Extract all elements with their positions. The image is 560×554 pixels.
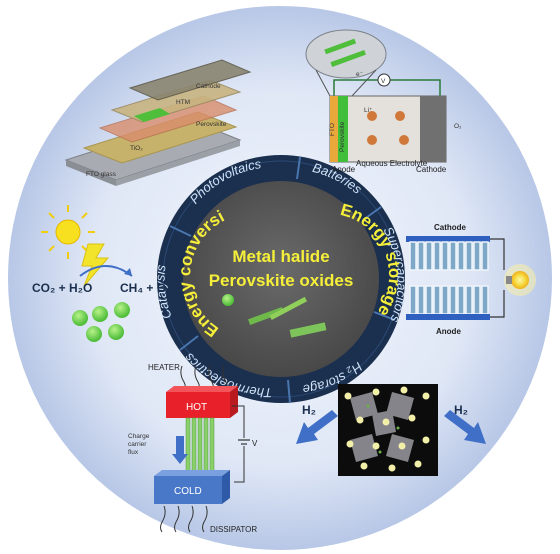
- center-title-line1: Metal halide: [232, 247, 329, 266]
- battery-fto-label: FTO: [329, 123, 336, 136]
- center-title-line2: Perovskite oxides: [209, 271, 354, 290]
- catalysis-products: CH₄ + O₂: [120, 281, 171, 295]
- sun-icon: [41, 205, 95, 259]
- h2-left-arrow-icon: [296, 410, 338, 444]
- battery-li-label: Li⁺: [364, 107, 373, 114]
- supercap-anode-label: Anode: [436, 327, 461, 336]
- te-flux-line1: Charge: [128, 433, 150, 440]
- te-flux-line2: carrier: [128, 441, 147, 448]
- h2-right-arrow-icon: [444, 410, 486, 444]
- lightning-icon: [81, 243, 110, 287]
- battery-electrolyte-label: Aqueous Electrolyte: [356, 159, 428, 168]
- voltmeter-label: V: [381, 78, 386, 85]
- battery-cathode-label: Cathode: [416, 165, 447, 174]
- solar-htm-label: HTM: [176, 99, 190, 106]
- te-heater-label: HEATER: [148, 363, 180, 372]
- solar-cell-stack: Cathode HTM Perovskite TiO₂ FTO glass: [64, 59, 252, 186]
- solar-tio2-label: TiO₂: [130, 145, 143, 152]
- thermoelectric-device: HEATER HOT Charge carrier flux V COLD: [128, 363, 258, 534]
- te-dissipator-label: DISSIPATOR: [210, 525, 257, 534]
- h2-left-label: H₂: [302, 403, 316, 417]
- core-decoration: [222, 294, 327, 338]
- solar-fto-label: FTO glass: [86, 171, 117, 178]
- battery-electron-label: e⁻: [356, 71, 363, 78]
- hydrogen-storage: H₂ H₂: [296, 384, 486, 476]
- photocatalysis: CO₂ + H₂O CH₄ + O₂: [32, 205, 171, 342]
- te-hot-label: HOT: [186, 402, 207, 413]
- battery-cell: V e⁻ Li⁺ O₂ FTO Perovskite Anode Aqueous…: [305, 29, 462, 174]
- battery-anode-label: Anode: [332, 165, 356, 174]
- voltmeter-icon: [377, 73, 391, 87]
- te-voltage-label: V: [252, 439, 258, 448]
- h2-right-label: H₂: [454, 403, 468, 417]
- te-flux-line3: flux: [128, 449, 139, 456]
- te-cold-label: COLD: [174, 486, 202, 497]
- battery-perovskite-label: Perovskite: [339, 121, 346, 152]
- catalysis-reactants: CO₂ + H₂O: [32, 281, 92, 295]
- supercapacitor: Cathode Anode: [406, 223, 536, 336]
- center-core: [183, 181, 379, 377]
- supercap-cathode-label: Cathode: [434, 223, 467, 232]
- light-bulb-icon: [504, 264, 536, 296]
- battery-o2-label: O₂: [454, 123, 462, 130]
- solar-perovskite-label: Perovskite: [196, 121, 227, 128]
- solar-cathode-label: Cathode: [196, 83, 221, 90]
